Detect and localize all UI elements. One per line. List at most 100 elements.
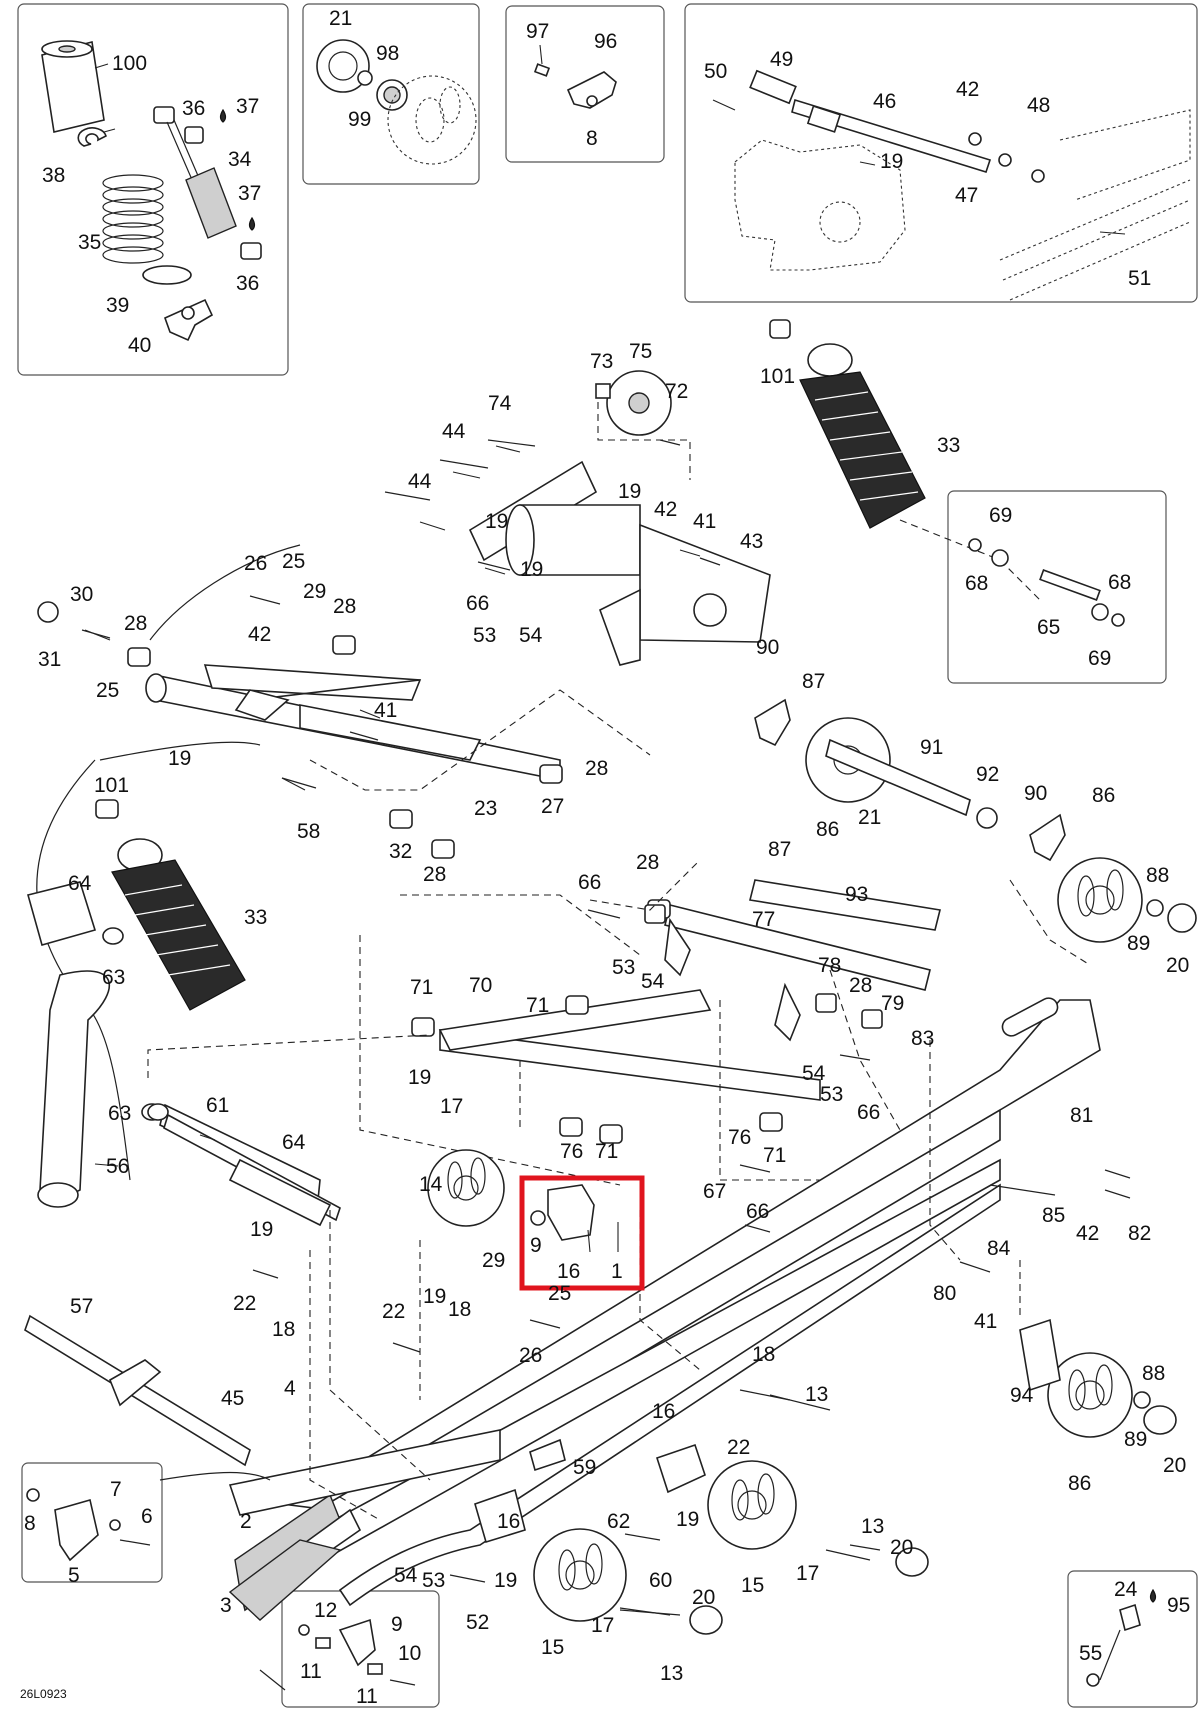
callout-22: 22: [727, 1436, 750, 1459]
callout-30: 30: [70, 583, 93, 606]
callout-14: 14: [419, 1173, 443, 1196]
callout-60: 60: [649, 1569, 672, 1592]
callout-24: 24: [1114, 1578, 1138, 1601]
callout-101: 101: [760, 365, 795, 388]
callout-41: 41: [974, 1310, 997, 1333]
callout-66: 66: [466, 592, 489, 615]
callout-16: 16: [497, 1510, 520, 1533]
callout-69: 69: [1088, 647, 1111, 670]
lower-shaft-drawing: [147, 1103, 341, 1227]
callout-68: 68: [1108, 571, 1131, 594]
callout-28: 28: [585, 757, 608, 780]
callout-2: 2: [240, 1510, 252, 1533]
callout-89: 89: [1124, 1428, 1147, 1451]
callout-65: 65: [1037, 616, 1060, 639]
callout-20: 20: [1166, 954, 1189, 977]
callout-16: 16: [652, 1400, 675, 1423]
callout-26: 26: [244, 552, 267, 575]
callout-86: 86: [1092, 784, 1115, 807]
callout-42: 42: [248, 623, 271, 646]
rear-idler-drawing: [754, 698, 1197, 966]
callout-20: 20: [692, 1586, 715, 1609]
callout-45: 45: [221, 1387, 244, 1410]
callout-33: 33: [244, 906, 267, 929]
callout-39: 39: [106, 294, 129, 317]
callout-28: 28: [333, 595, 356, 618]
callout-87: 87: [802, 670, 825, 693]
callout-43: 43: [740, 530, 763, 553]
callout-80: 80: [933, 1282, 956, 1305]
callout-86: 86: [1068, 1472, 1091, 1495]
callout-27: 27: [541, 795, 564, 818]
callout-labels: 100 36 37 38 34 37 35 39 36 40 21 98 99 …: [24, 7, 1190, 1708]
callout-56: 56: [106, 1155, 129, 1178]
callout-71: 71: [526, 994, 549, 1017]
callout-90: 90: [756, 636, 779, 659]
callout-8: 8: [586, 127, 598, 150]
callout-96: 96: [594, 30, 617, 53]
callout-19: 19: [485, 510, 508, 533]
callout-59: 59: [573, 1456, 596, 1479]
callout-8: 8: [24, 1512, 36, 1535]
callout-28: 28: [124, 612, 147, 635]
callout-11: 11: [300, 1660, 322, 1683]
callout-29: 29: [482, 1249, 505, 1272]
callout-21: 21: [329, 7, 352, 30]
callout-92: 92: [976, 763, 999, 786]
callout-100: 100: [112, 52, 147, 75]
callout-78: 78: [818, 954, 841, 977]
callout-47: 47: [955, 184, 978, 207]
callout-44: 44: [442, 420, 466, 443]
callout-10: 10: [398, 1642, 421, 1665]
callout-76: 76: [560, 1140, 583, 1163]
inset-frames: [17, 3, 1198, 1708]
callout-66: 66: [578, 871, 601, 894]
callout-94: 94: [1010, 1384, 1034, 1407]
callout-15: 15: [541, 1636, 564, 1659]
rear-shock-drawing: [769, 319, 1125, 627]
callout-91: 91: [920, 736, 943, 759]
callout-40: 40: [128, 334, 151, 357]
callout-51: 51: [1128, 267, 1151, 290]
callout-18: 18: [272, 1318, 295, 1341]
callout-61: 61: [206, 1094, 229, 1117]
callout-5: 5: [68, 1564, 80, 1587]
callout-19: 19: [168, 747, 191, 770]
callout-69: 69: [989, 504, 1012, 527]
callout-19: 19: [520, 558, 543, 581]
inset-shaft: [947, 490, 1167, 684]
callout-77: 77: [752, 908, 775, 931]
callout-73: 73: [590, 350, 613, 373]
hardware-bolts: [81, 439, 1131, 1686]
callout-19: 19: [676, 1508, 699, 1531]
callout-54: 54: [641, 970, 665, 993]
callout-53: 53: [612, 956, 635, 979]
callout-13: 13: [805, 1383, 828, 1406]
callout-52: 52: [466, 1611, 489, 1634]
callout-17: 17: [440, 1095, 463, 1118]
callout-23: 23: [474, 797, 497, 820]
callout-32: 32: [389, 840, 412, 863]
slide-rail-drawing: [234, 997, 1101, 1612]
callout-50: 50: [704, 60, 727, 83]
lower-wheels-drawing: [427, 1149, 1177, 1635]
callout-25: 25: [282, 550, 305, 573]
highlighted-part: [530, 1184, 619, 1253]
callout-72: 72: [665, 380, 688, 403]
callout-87: 87: [768, 838, 791, 861]
callout-9: 9: [391, 1613, 403, 1636]
front-shock-drawing: [27, 759, 321, 1208]
callout-42: 42: [1076, 1222, 1099, 1245]
upper-mount-drawing: [419, 370, 771, 666]
callout-88: 88: [1142, 1362, 1165, 1385]
callout-93: 93: [845, 883, 868, 906]
center-arm-drawing: [359, 859, 941, 1186]
callout-44: 44: [408, 470, 432, 493]
callout-31: 31: [38, 648, 61, 671]
highlight-box: [519, 1175, 645, 1291]
callout-7: 7: [110, 1478, 122, 1501]
callout-37: 37: [238, 182, 261, 205]
callout-20: 20: [890, 1536, 913, 1559]
wheel-bearing-drawing: [316, 39, 477, 165]
